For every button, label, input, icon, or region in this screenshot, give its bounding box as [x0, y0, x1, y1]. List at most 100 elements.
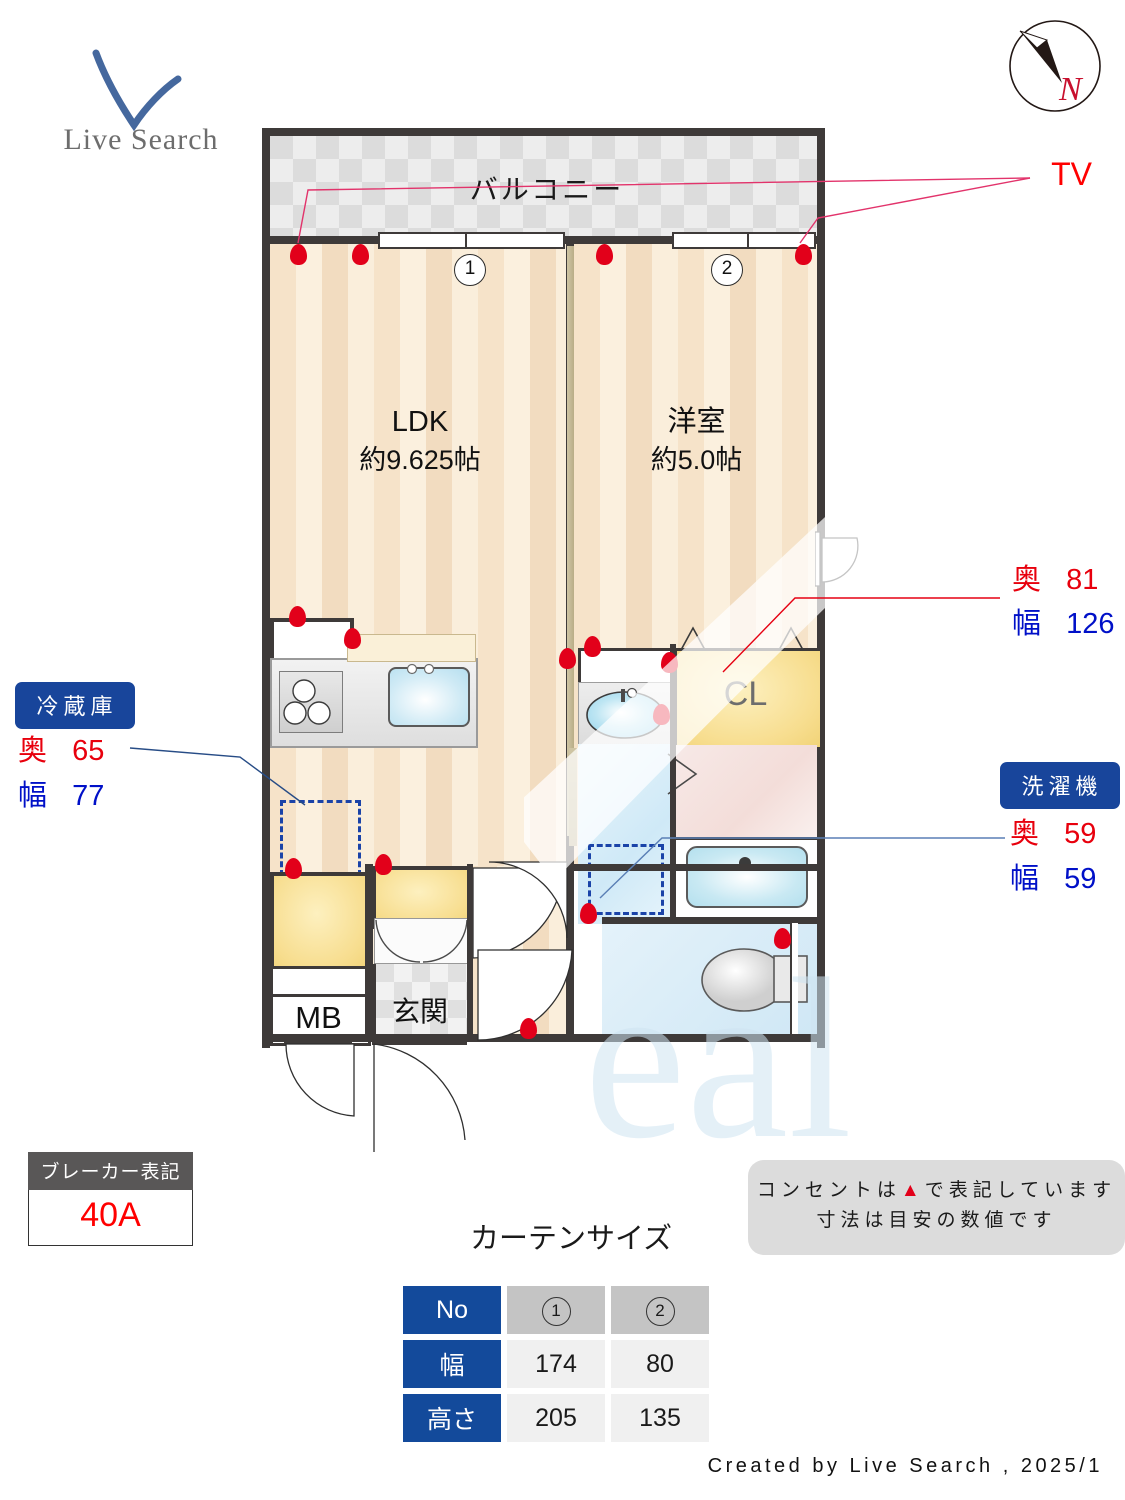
legend-note-line1-after: で表記しています	[924, 1180, 1117, 1201]
outlet-vanity-top	[584, 636, 601, 657]
washer-space	[588, 844, 664, 915]
tv-annotation-label: TV	[1051, 156, 1092, 192]
curtain-row-header-no: No	[403, 1286, 501, 1334]
shoe-closet-left	[270, 872, 373, 974]
washer-width: 幅 59	[1010, 855, 1096, 897]
outlet-vanity-right	[653, 704, 670, 725]
closet-cl-label: CL	[723, 675, 768, 713]
footer-credit: Created by Live Search , 2025/1	[707, 1455, 1103, 1477]
fridge-width-value: 77	[72, 780, 105, 812]
outlet-fridge-lower	[285, 858, 302, 879]
breaker-title: ブレーカー表記	[28, 1152, 193, 1190]
closet-width: 幅 126	[1012, 600, 1114, 642]
curtain-width-1: 174	[507, 1340, 605, 1388]
fridge-depth-value: 65	[72, 735, 105, 767]
entrance-label: 玄関	[391, 996, 448, 1027]
balcony-label: バルコニー	[469, 174, 625, 205]
fridge-width: 幅 77	[18, 772, 104, 814]
breaker-box: ブレーカー表記 40A	[28, 1152, 193, 1246]
legend-note-line1: コンセントは▲で表記しています	[748, 1176, 1125, 1206]
outlet-kitchen-side	[344, 628, 361, 649]
closet-depth: 奥 81	[1012, 556, 1098, 598]
burner-icon	[283, 679, 331, 725]
curtain-col-1-marker: 1	[541, 1297, 571, 1326]
closet-depth-label: 奥	[1012, 564, 1042, 596]
front-door-icon	[372, 1040, 467, 1152]
washer-tag: 洗濯機	[1000, 762, 1120, 809]
curtain-row-header-width: 幅	[403, 1340, 501, 1388]
outlet-vanity-left	[559, 648, 576, 669]
window-sash-room-left	[672, 232, 751, 249]
room-south-wall	[574, 864, 817, 871]
stove-top	[279, 671, 343, 733]
window-sash-ldk-right	[465, 232, 565, 249]
outlet-mark-icon: ▲	[900, 1180, 925, 1201]
outlet-entrance-closet	[375, 854, 392, 875]
hall-inner-door-icon	[477, 949, 573, 1041]
table-row: 幅 174 80	[403, 1340, 709, 1388]
checkmark-v-icon	[92, 49, 182, 132]
outlet-hall-bottom	[520, 1018, 537, 1039]
ldk-door-swing-icon	[488, 861, 568, 939]
washer-width-label: 幅	[1010, 863, 1040, 895]
breaker-value: 40A	[28, 1190, 193, 1246]
room-entry-door-icon	[815, 531, 859, 587]
outlet-toilet	[774, 928, 791, 949]
kitchen-block-wall	[365, 864, 373, 1040]
svg-text:N: N	[1058, 71, 1084, 108]
outlet-room-balcony-right	[795, 244, 812, 265]
meter-box-label: MB	[295, 1000, 342, 1035]
western-room-label: 洋室 約5.0帖	[584, 403, 809, 478]
bottom-wall	[262, 1034, 825, 1042]
closet-width-label: 幅	[1012, 608, 1042, 640]
curtain-col-2: 2	[611, 1286, 709, 1334]
washer-depth-label: 奥	[1010, 818, 1040, 850]
curtain-table-title: カーテンサイズ	[470, 1223, 673, 1255]
fridge-depth-label: 奥	[18, 735, 48, 767]
fridge-width-label: 幅	[18, 780, 48, 812]
floor-plan: バルコニー LDK 約9.625帖 洋室 約5.0帖 1 2	[262, 128, 994, 1176]
closet-door-icon	[374, 918, 469, 965]
faucet-icon	[406, 663, 435, 675]
legend-note-line1-before: コンセントは	[756, 1180, 901, 1201]
closet-hanger-icon	[679, 626, 805, 651]
ldk-label: LDK 約9.625帖	[290, 403, 550, 478]
curtain-height-2: 135	[611, 1394, 709, 1442]
washer-depth-value: 59	[1064, 818, 1097, 850]
outlet-ldk-balcony-mid	[352, 244, 369, 265]
curtain-height-1: 205	[507, 1394, 605, 1442]
curtain-col-1: 1	[507, 1286, 605, 1334]
toilet-right-partition	[790, 923, 798, 1040]
legend-note-line2: 寸法は目安の数値です	[816, 1210, 1057, 1232]
curtain-row-header-height: 高さ	[403, 1394, 501, 1442]
legend-note: コンセントは▲で表記しています 寸法は目安の数値です	[748, 1160, 1125, 1255]
toilet-upper-wall	[602, 917, 817, 924]
entrance-divider-wall	[467, 864, 473, 1040]
outlet-washer	[580, 903, 597, 924]
ldk-size: 約9.625帖	[359, 444, 481, 475]
window-marker-1: 1	[454, 254, 486, 286]
outlet-cl-left	[661, 652, 678, 673]
washer-width-value: 59	[1064, 863, 1097, 895]
ldk-name: LDK	[391, 406, 449, 438]
outlet-ldk-balcony-left	[290, 244, 307, 265]
outlet-room-balcony-left	[596, 244, 613, 265]
toilet-icon	[701, 948, 808, 1012]
curtain-size-table: No 1 2 幅 174 80 高さ 205 135	[397, 1280, 715, 1448]
washroom-sliding-door	[569, 748, 577, 846]
window-marker-2: 2	[711, 254, 743, 286]
brand-logo: Live Search	[30, 45, 250, 170]
outlet-kitchen-upper	[289, 606, 306, 627]
compass-rose: N	[1007, 18, 1103, 114]
curtain-width-2: 80	[611, 1340, 709, 1388]
kitchen-sink	[388, 667, 470, 727]
table-row: 高さ 205 135	[403, 1394, 709, 1442]
vanity-cl-divider	[670, 644, 676, 920]
window-sash-ldk-left	[378, 232, 469, 249]
table-row-header: No 1 2	[403, 1286, 709, 1334]
closet-width-value: 126	[1066, 608, 1115, 640]
western-room-name: 洋室	[667, 406, 726, 438]
closet-depth-value: 81	[1066, 564, 1099, 596]
brand-name: Live Search	[63, 123, 219, 156]
fridge-tag: 冷蔵庫	[15, 682, 135, 729]
